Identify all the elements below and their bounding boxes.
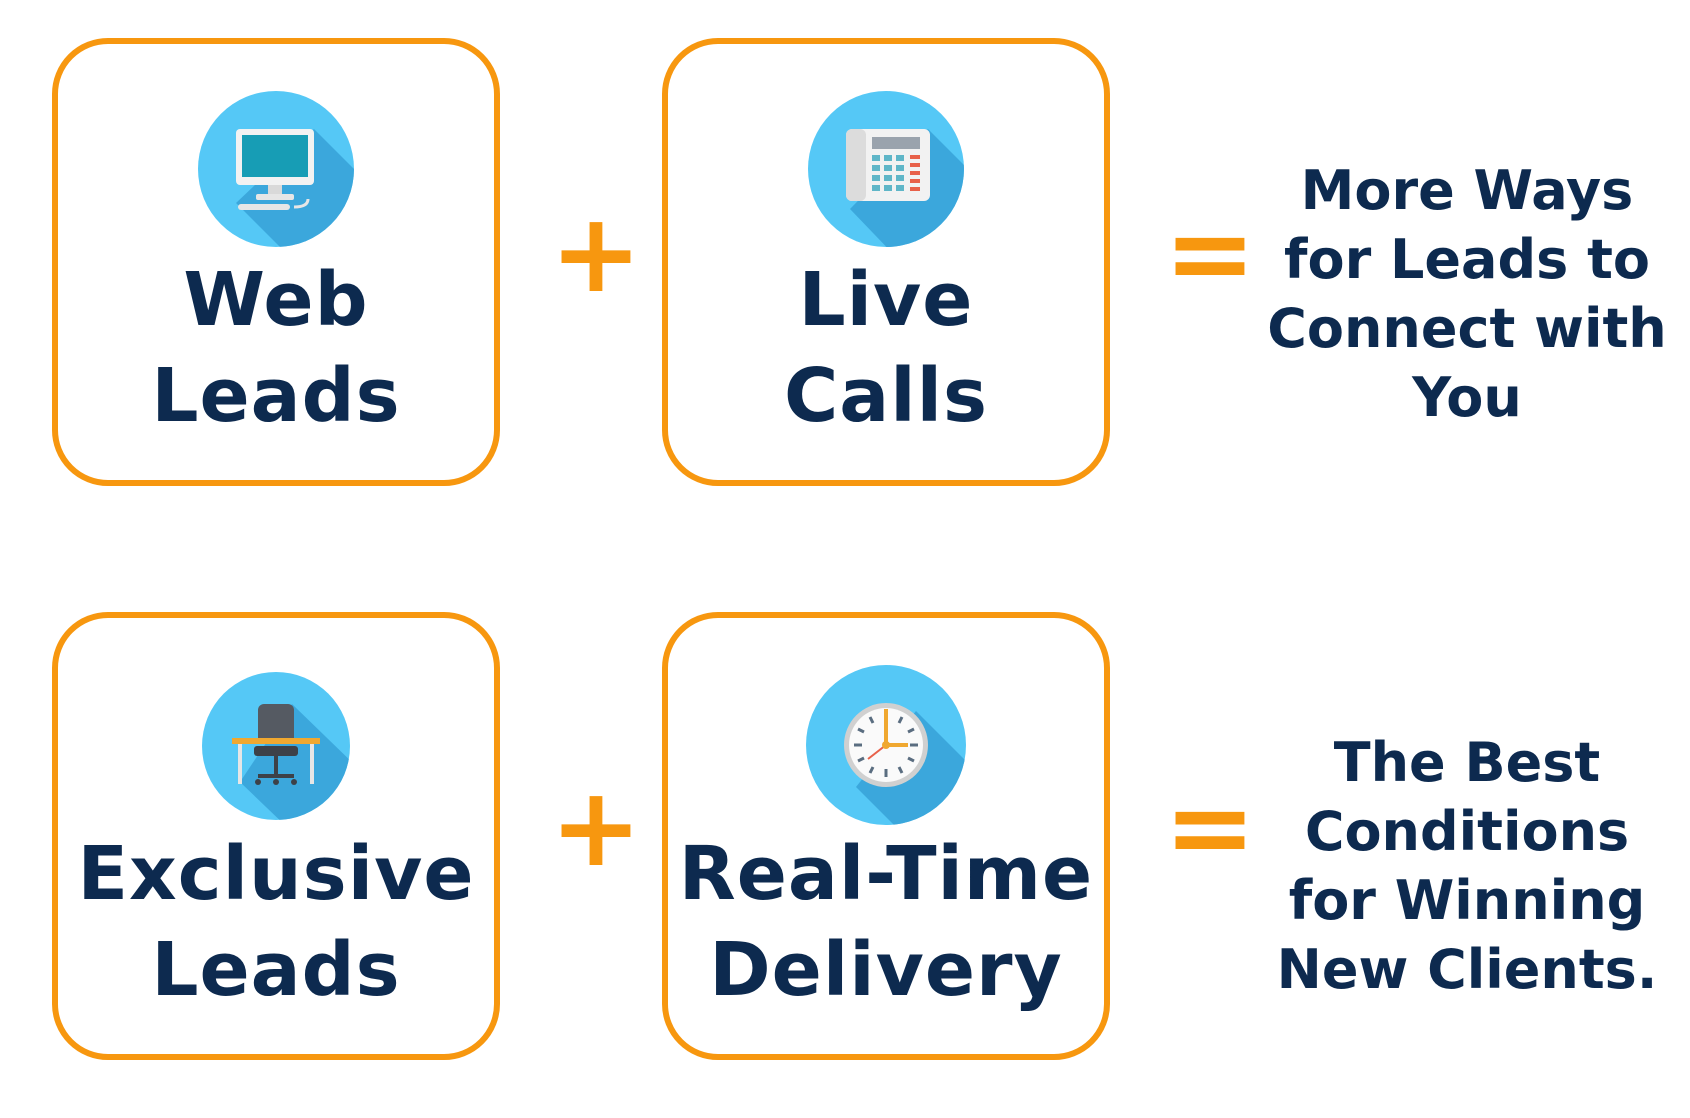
clock-icon [806, 665, 966, 825]
desk-chair-icon [202, 672, 350, 820]
equals-sign: = [1163, 763, 1257, 891]
computer-icon [198, 91, 354, 247]
plus-sign: + [549, 189, 643, 317]
result-text: The Best Conditions for Winning New Clie… [1276, 731, 1658, 1001]
desk-phone-icon [808, 91, 964, 247]
card-label: Web Leads [151, 257, 401, 439]
equals-sign: = [1163, 189, 1257, 317]
card-label: Live Calls [783, 257, 989, 439]
plus-sign: + [549, 763, 643, 891]
live-calls-card: Live Calls [662, 38, 1110, 486]
card-label: Real-Time Delivery [678, 831, 1094, 1013]
card-label: Exclusive Leads [77, 831, 475, 1013]
real-time-delivery-card: Real-Time Delivery [662, 612, 1110, 1060]
exclusive-leads-card: Exclusive Leads [52, 612, 500, 1060]
result-text: More Ways for Leads to Connect with You [1267, 159, 1667, 429]
web-leads-card: Web Leads [52, 38, 500, 486]
